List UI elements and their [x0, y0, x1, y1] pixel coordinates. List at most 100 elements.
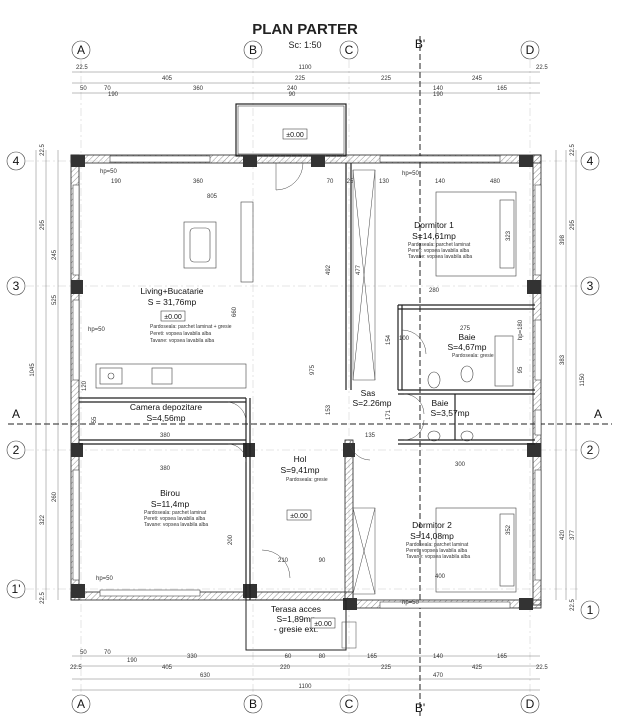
camera-area: S=4,56mp [147, 413, 186, 423]
dim-left-22-5-top: 22.5 [40, 144, 46, 156]
dim-top-225b: 225 [381, 76, 392, 82]
dim-right-295: 295 [570, 219, 576, 230]
dim-top-405: 405 [162, 76, 173, 82]
wardrobes [352, 169, 376, 595]
dormitor2-area: S=14,08mp [410, 531, 454, 541]
terasa-name: Terasa acces [271, 604, 321, 614]
dim-right-377: 377 [570, 529, 576, 540]
dormitor1-area: S=14,61mp [412, 231, 456, 241]
room-dormitor-2: Dormitor 2 S=14,08mp Pardoseala: parchet… [406, 520, 470, 560]
axis-1-prime-left: 1' [12, 582, 21, 596]
baie2-area: S=3,57mp [431, 408, 470, 418]
baie1-name: Baie [458, 332, 475, 342]
dormitor2-finish-2: Pereti: vopsea lavabila alba [406, 548, 467, 554]
dim-left-245: 245 [52, 249, 58, 260]
birou-finish-1: Pardoseala: parchet laminat [144, 510, 207, 516]
living-area: S = 31,76mp [148, 297, 197, 307]
dim-bot-330: 330 [187, 654, 198, 660]
dim-top-245: 245 [472, 76, 483, 82]
room-baie-2: Baie S=3,57mp [431, 398, 470, 418]
terasa-area: S=1,89mp [277, 614, 316, 624]
inner-dim-55: 55 [92, 416, 98, 423]
dim-bot-22-5-left: 22.5 [70, 665, 82, 671]
room-living: Living+Bucatarie S = 31,76mp ±0.00 Pardo… [140, 286, 231, 344]
living-finish-3: Tavane: vopsea lavabila alba [150, 338, 214, 344]
room-dormitor-1: Dormitor 1 S=14,61mp Pardoseala: parchet… [408, 220, 472, 260]
dim-bot-140: 140 [433, 654, 444, 660]
inner-dim-154: 154 [386, 334, 392, 345]
room-hol: Hol S=9,41mp Pardoseala: gresie ±0.00 [281, 454, 328, 521]
camera-name: Camera depozitare [130, 402, 203, 412]
dim-bot-80: 80 [319, 654, 326, 660]
axis-3-left: 3 [13, 279, 20, 293]
dim-right-420: 420 [560, 529, 566, 540]
inner-dim-171: 171 [386, 409, 392, 420]
birou-area: S=11,4mp [151, 499, 190, 509]
dim-left-322: 322 [40, 514, 46, 525]
dim-right-1150: 1150 [580, 373, 586, 387]
dim-bot-190: 190 [127, 658, 138, 664]
dim-bot-425: 425 [472, 665, 483, 671]
dim-bot-22-5-right: 22.5 [536, 665, 548, 671]
balcony-level: ±0.00 [286, 132, 304, 139]
dim-top-360: 360 [193, 86, 204, 92]
inner-dim-492: 492 [326, 264, 332, 275]
dim-top-240: 240 [287, 86, 298, 92]
entrance-terrace [245, 599, 357, 651]
dimension-lines-sides [35, 150, 577, 600]
dim-top-190b: 190 [433, 92, 444, 98]
inner-dim-90: 90 [319, 558, 326, 564]
inner-dim-480: 480 [490, 179, 501, 185]
dormitor1-finish-2: Pereti: vopsea lavabila alba [408, 248, 469, 254]
dim-right-383: 383 [560, 354, 566, 365]
furniture [95, 191, 517, 593]
hp-tag-2: hp=50 [402, 171, 420, 177]
axis-1-right: 1 [587, 603, 594, 617]
dormitor1-name: Dormitor 1 [414, 220, 454, 230]
sas-name: Sas [361, 388, 376, 398]
dim-bot-405: 405 [162, 665, 173, 671]
plan-title: PLAN PARTER [252, 21, 358, 38]
inner-dim-120: 120 [82, 380, 88, 391]
hol-level: ±0.00 [290, 513, 308, 520]
interior-walls [79, 163, 535, 600]
inner-dim-100: 100 [399, 336, 410, 342]
inner-dim-153: 153 [326, 404, 332, 415]
inner-dim-190: 190 [111, 179, 122, 185]
room-birou: Birou S=11,4mp Pardoseala: parchet lamin… [144, 488, 208, 528]
dim-top-50: 50 [80, 86, 87, 92]
dim-bot-60: 60 [285, 654, 292, 660]
inner-dim-135: 135 [365, 433, 376, 439]
dim-right-22-5-bottom: 22.5 [570, 599, 576, 611]
inner-dim-300: 300 [455, 462, 466, 468]
dim-top-22-5-left: 22.5 [76, 65, 88, 71]
inner-dim-210: 210 [278, 558, 289, 564]
window-height-tags: hp=50 hp=50 hp=50 hp=50 hp=50 hp=180 [88, 169, 524, 606]
inner-dim-95: 95 [518, 366, 524, 373]
room-terasa: Terasa acces S=1,89mp - gresie ext. ±0.0… [271, 604, 336, 634]
dim-bot-630: 630 [200, 673, 211, 679]
inner-dim-360: 360 [193, 179, 204, 185]
room-sas: Sas S=2.26mp [353, 388, 392, 408]
room-baie-1: Baie S=4,67mp Pardoseala: gresie [448, 332, 494, 359]
dim-bot-165b: 165 [497, 654, 508, 660]
living-finish-2: Pereti: vopsea lavabila alba [150, 331, 211, 337]
dormitor1-finish-1: Pardoseala: parchet laminat [408, 242, 471, 248]
axis-a-bottom: A [77, 697, 85, 711]
axis-2-right: 2 [587, 443, 594, 457]
living-finish-1: Pardoseala: parchet laminat + gresie [150, 324, 232, 330]
baie1-finish: Pardoseala: gresie [452, 353, 494, 359]
structural-columns [71, 155, 541, 610]
axis-4-left: 4 [13, 154, 20, 168]
dormitor2-finish-3: Tavane: vopsea lavabila alba [406, 554, 470, 560]
hp-tag-6: hp=180 [518, 319, 524, 340]
dim-right-398: 398 [560, 234, 566, 245]
inner-dim-380b: 380 [160, 466, 171, 472]
axis-2-left: 2 [13, 443, 20, 457]
inner-dim-805: 805 [207, 194, 218, 200]
axis-labels-sides: 4 3 2 1' 4 3 2 1 [6, 151, 600, 620]
birou-finish-2: Pereti: vopsea lavabila alba [144, 516, 205, 522]
plan-scale: Sc: 1:50 [288, 40, 321, 50]
axis-labels-top: A B C B' D [71, 37, 540, 60]
